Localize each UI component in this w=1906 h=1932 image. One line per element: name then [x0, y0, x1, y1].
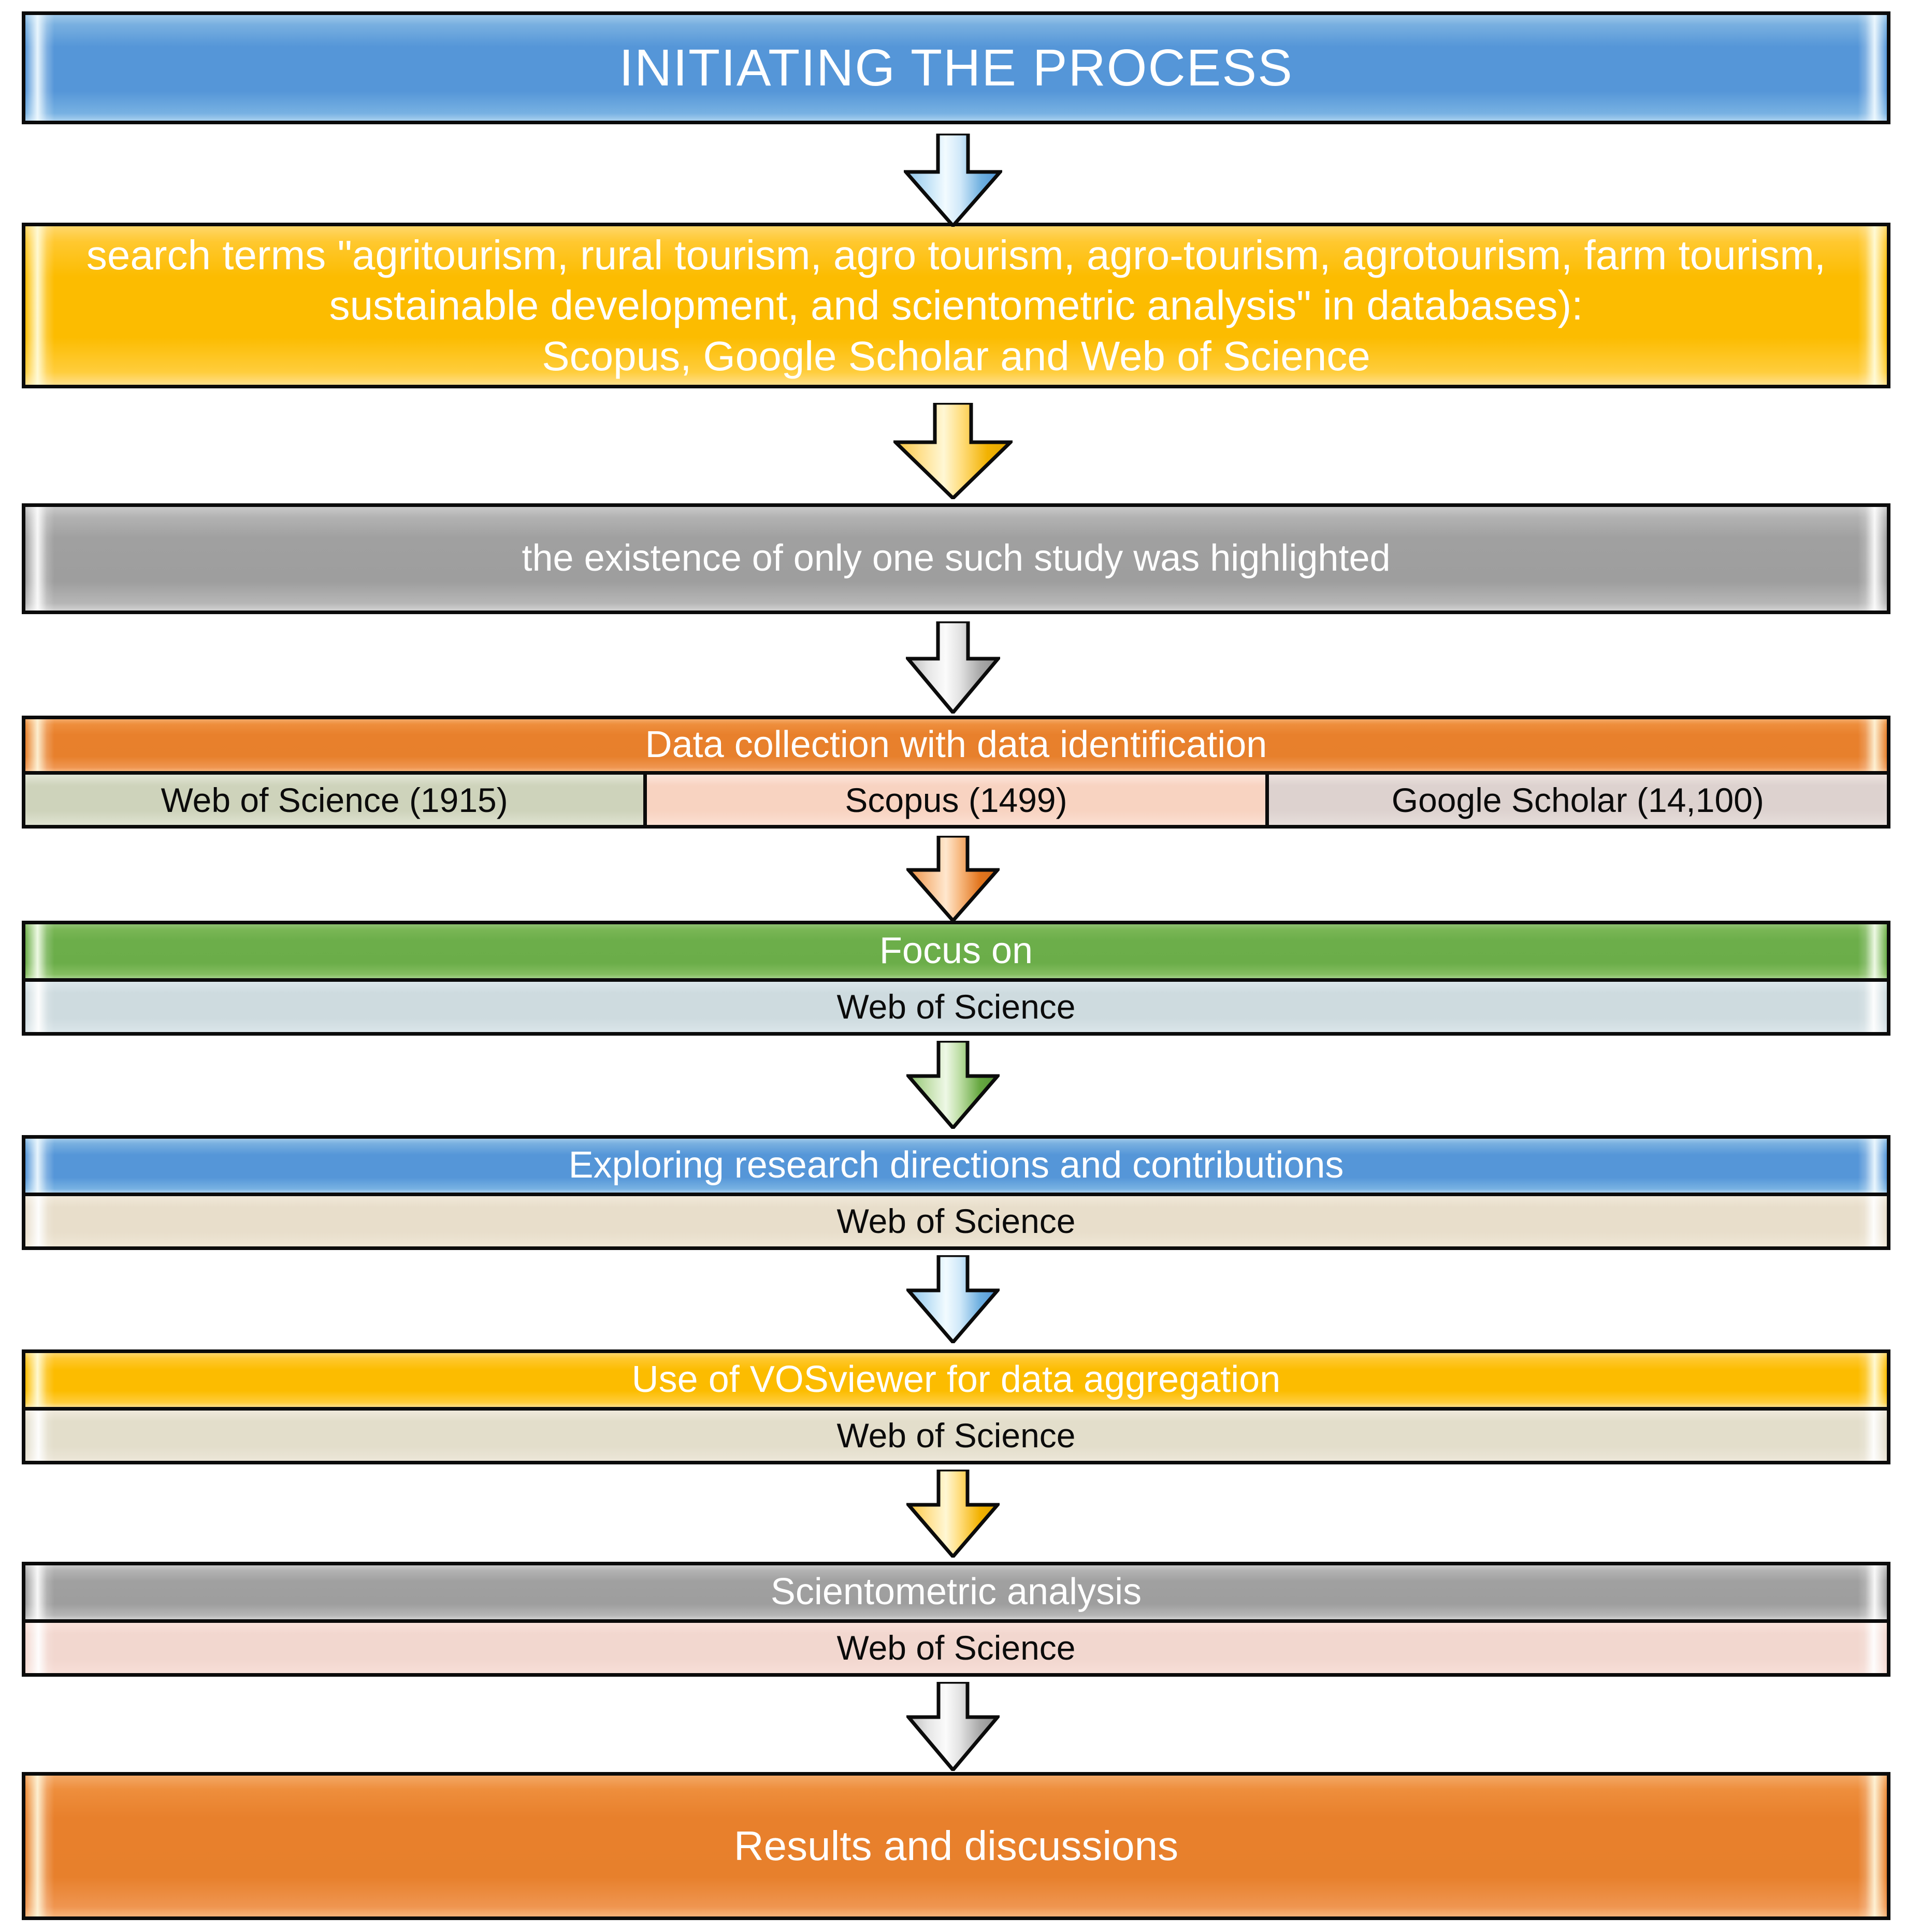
stage-exploring: Exploring research directions and contri…	[22, 1135, 1890, 1250]
source-label-google-scholar: Google Scholar (14,100)	[1391, 780, 1764, 819]
arrow-focus-to-exploring	[906, 1041, 1000, 1129]
bevel-glint-left	[25, 1623, 54, 1673]
node-scientometric-group: Scientometric analysis Web of Science	[22, 1562, 1890, 1677]
bevel-glint-right	[1858, 1196, 1887, 1246]
arrow-highlight-to-data-collection	[906, 621, 1000, 714]
stage-highlight: the existence of only one such study was…	[22, 503, 1890, 614]
stage-scientometric: Scientometric analysis Web of Science	[22, 1562, 1890, 1677]
arrow-data-collection-to-focus	[906, 836, 1000, 922]
source-label-scopus: Scopus (1499)	[845, 780, 1067, 819]
arrow-vosviewer-to-scientometric	[906, 1470, 1000, 1558]
bevel-glint-right	[1858, 507, 1887, 611]
bevel-glint-left	[25, 1353, 54, 1407]
bevel-glint-left	[25, 1565, 54, 1619]
node-data-collection[interactable]: Data collection with data identification	[25, 719, 1887, 771]
node-focus-on-sub-label: Web of Science	[836, 987, 1076, 1026]
source-cell-google-scholar[interactable]: Google Scholar (14,100)	[1268, 771, 1887, 825]
node-exploring-sub-label: Web of Science	[836, 1202, 1076, 1241]
bevel-glint-left	[25, 1139, 54, 1193]
node-exploring-label: Exploring research directions and contri…	[568, 1144, 1344, 1186]
node-search-terms[interactable]: search terms "agritourism, rural tourism…	[22, 223, 1890, 388]
bevel-glint-right	[1858, 719, 1887, 771]
bevel-glint-right	[1858, 1411, 1887, 1461]
arrow-initiating-to-search	[904, 134, 1002, 227]
bevel-glint-right	[1858, 982, 1887, 1032]
node-scientometric-sub-label: Web of Science	[836, 1629, 1076, 1667]
node-vosviewer[interactable]: Use of VOSviewer for data aggregation	[25, 1353, 1887, 1407]
node-one-study-highlighted[interactable]: the existence of only one such study was…	[22, 503, 1890, 614]
stage-vosviewer: Use of VOSviewer for data aggregation We…	[22, 1349, 1890, 1464]
node-data-collection-group: Data collection with data identification…	[22, 716, 1890, 829]
bevel-glint-left	[25, 719, 54, 771]
node-results-and-discussions[interactable]: Results and discussions	[22, 1772, 1890, 1920]
node-focus-on-label: Focus on	[879, 930, 1033, 972]
stage-focus-on: Focus on Web of Science	[22, 921, 1890, 1036]
node-results-label: Results and discussions	[733, 1823, 1179, 1869]
source-label-web-of-science: Web of Science (1915)	[161, 780, 508, 819]
bevel-glint-left	[25, 507, 54, 611]
bevel-glint-left	[25, 15, 54, 121]
bevel-glint-right	[1858, 1623, 1887, 1673]
node-exploring-research[interactable]: Exploring research directions and contri…	[25, 1139, 1887, 1193]
bevel-sheen-bottom	[25, 584, 1887, 611]
node-highlight-label: the existence of only one such study was…	[522, 538, 1391, 579]
node-initiating-label: INITIATING THE PROCESS	[619, 39, 1293, 97]
node-vosviewer-sub[interactable]: Web of Science	[25, 1407, 1887, 1461]
node-exploring-group: Exploring research directions and contri…	[22, 1135, 1890, 1250]
node-initiating-the-process[interactable]: INITIATING THE PROCESS	[22, 11, 1890, 124]
bevel-glint-left	[25, 1776, 54, 1916]
node-scientometric-label: Scientometric analysis	[770, 1571, 1142, 1613]
node-vosviewer-label: Use of VOSviewer for data aggregation	[631, 1359, 1281, 1401]
bevel-glint-left	[25, 924, 54, 978]
bevel-glint-right	[1858, 1565, 1887, 1619]
bevel-glint-left	[25, 1196, 54, 1246]
source-cell-web-of-science[interactable]: Web of Science (1915)	[25, 771, 647, 825]
bevel-glint-right	[1858, 1776, 1887, 1916]
node-exploring-sub[interactable]: Web of Science	[25, 1193, 1887, 1246]
node-scientometric-sub[interactable]: Web of Science	[25, 1619, 1887, 1673]
node-search-terms-label: search terms "agritourism, rural tourism…	[86, 231, 1826, 379]
arrow-scientometric-to-results	[906, 1682, 1000, 1771]
bevel-glint-left	[25, 982, 54, 1032]
stage-results: Results and discussions	[22, 1772, 1890, 1920]
node-focus-on-group: Focus on Web of Science	[22, 921, 1890, 1036]
node-vosviewer-group: Use of VOSviewer for data aggregation We…	[22, 1349, 1890, 1464]
arrow-exploring-to-vosviewer	[906, 1255, 1000, 1343]
node-scientometric-analysis[interactable]: Scientometric analysis	[25, 1565, 1887, 1619]
data-collection-sources-row: Web of Science (1915) Scopus (1499) Goog…	[25, 771, 1887, 825]
source-cell-scopus[interactable]: Scopus (1499)	[647, 771, 1269, 825]
arrow-search-to-highlight	[893, 403, 1013, 499]
node-data-collection-label: Data collection with data identification	[645, 724, 1267, 766]
bevel-sheen-bottom	[25, 1880, 1887, 1916]
node-focus-on-sub[interactable]: Web of Science	[25, 978, 1887, 1032]
stage-search-terms: search terms "agritourism, rural tourism…	[22, 223, 1890, 388]
stage-data-collection: Data collection with data identification…	[22, 716, 1890, 829]
bevel-glint-right	[1858, 15, 1887, 121]
node-focus-on[interactable]: Focus on	[25, 924, 1887, 978]
bevel-glint-right	[1858, 1139, 1887, 1193]
stage-initiating: INITIATING THE PROCESS	[22, 11, 1890, 124]
bevel-glint-left	[25, 1411, 54, 1461]
bevel-glint-right	[1858, 924, 1887, 978]
bevel-glint-right	[1858, 1353, 1887, 1407]
node-vosviewer-sub-label: Web of Science	[836, 1416, 1076, 1455]
